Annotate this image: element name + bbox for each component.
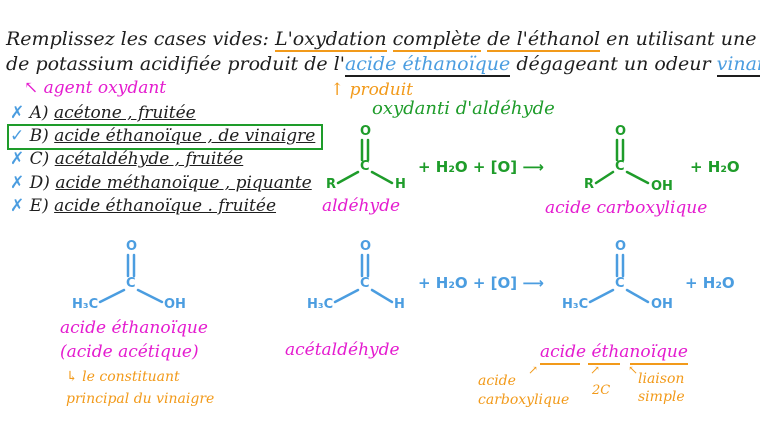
note-2c: 2C (592, 383, 611, 398)
vinegar-note-2: principal du vinaigre (66, 391, 215, 407)
aldehyde-label: aldéhyde (322, 196, 401, 216)
option-c[interactable]: ✗ C) acétaldéhyde , fruitée (10, 151, 243, 168)
check-icon: ✓ (10, 126, 25, 146)
ethanoic-acid-label: acide éthanoïque (540, 342, 688, 362)
atom-o: O (126, 239, 138, 254)
atom-c: C (360, 276, 370, 291)
option-letter: C) (29, 149, 50, 169)
question-text: dégageant un odeur (510, 53, 717, 75)
acid-common-name: (acide acétique) (60, 342, 199, 362)
option-letter: D) (29, 173, 50, 193)
atom-r: R (584, 177, 595, 192)
agent-oxydant-label: agent oxydant (43, 78, 167, 98)
note-acide: acide (478, 373, 516, 389)
atom-o: O (360, 239, 372, 254)
option-text: acétone , fruitée (53, 103, 196, 123)
option-text: acide méthanoïque , piquante (55, 173, 312, 193)
agent-oxydant-note: ↖ agent oxydant (24, 78, 167, 98)
atom-oh: OH (651, 179, 673, 194)
atom-oh: OH (651, 297, 673, 312)
arrow-icon: ↗ (590, 363, 601, 377)
water-byproduct: + H₂O (690, 158, 740, 176)
acetaldehyde-label: acétaldéhyde (285, 340, 400, 360)
option-text: acide éthanoïque , de vinaigre (54, 126, 316, 146)
option-text: acide éthanoïque . fruitée (54, 196, 277, 216)
note-simple: simple (638, 389, 685, 405)
produit-note: ↑ produit (330, 80, 413, 100)
acid-name: acide éthanoïque (60, 318, 208, 338)
option-b[interactable]: ✓ B) acide éthanoïque , de vinaigre (10, 128, 315, 145)
atom-c: C (126, 276, 136, 291)
atom-r: R (326, 177, 337, 192)
water-byproduct: + H₂O (685, 274, 735, 292)
atom-c: C (615, 159, 625, 174)
option-letter: A) (29, 103, 49, 123)
vinegar-note-1: ↳ le constituant (66, 369, 180, 385)
note-carboxylique: carboxylique (478, 392, 570, 408)
atom-h3c: H₃C (72, 297, 99, 312)
general-reaction-bonds (336, 138, 650, 185)
blue-structure-bonds (98, 253, 650, 304)
option-letter: E) (29, 196, 49, 216)
keyword-ethanol: de l'éthanol (487, 28, 601, 52)
option-e[interactable]: ✗ E) acide éthanoïque . fruitée (10, 198, 276, 215)
atom-h3c: H₃C (307, 297, 334, 312)
question-text: de potassium acidifiée produit de l' (6, 53, 345, 75)
question-line-1: Remplissez les cases vides: L'oxydation … (6, 28, 760, 52)
note-liaison: liaison (638, 371, 685, 387)
option-a[interactable]: ✗ A) acétone , fruitée (10, 105, 196, 122)
question-text: en utilisant une solution (606, 28, 760, 50)
atom-h: H (394, 297, 405, 312)
atom-c: C (615, 276, 625, 291)
atom-o: O (615, 239, 627, 254)
oxydation-title: oxydanti d'aldéhyde (372, 98, 555, 119)
produit-label: produit (349, 80, 413, 100)
keyword-complete: complète (392, 28, 482, 52)
atom-o: O (360, 124, 372, 139)
keyword-oxydation: L'oxydation (274, 28, 387, 52)
atom-o: O (615, 124, 627, 139)
cross-icon: ✗ (10, 173, 25, 193)
option-text: acétaldéhyde , fruitée (54, 149, 244, 169)
option-letter: B) (29, 126, 49, 146)
question-text: Remplissez les cases vides: (6, 28, 275, 50)
arrow-icon: ↗ (528, 363, 539, 377)
atom-c: C (360, 159, 370, 174)
atom-h3c: H₃C (562, 297, 589, 312)
cross-icon: ✗ (10, 149, 25, 169)
blank-2-answer: vinaigre (716, 53, 760, 77)
carboxylic-acid-label: acide carboxylique (545, 198, 708, 218)
reagents: + H₂O + [O] ⟶ (418, 158, 544, 176)
blank-1-answer: acide éthanoïque (344, 53, 511, 77)
atom-oh: OH (164, 297, 186, 312)
reagents: + H₂O + [O] ⟶ (418, 274, 544, 292)
cross-icon: ✗ (10, 103, 25, 123)
atom-h: H (395, 177, 406, 192)
question-line-2: de potassium acidifiée produit de l'acid… (6, 53, 760, 77)
arrow-icon: ↖ (628, 363, 639, 377)
option-d[interactable]: ✗ D) acide méthanoïque , piquante (10, 175, 312, 192)
correct-answer-box (7, 124, 323, 150)
cross-icon: ✗ (10, 196, 25, 216)
